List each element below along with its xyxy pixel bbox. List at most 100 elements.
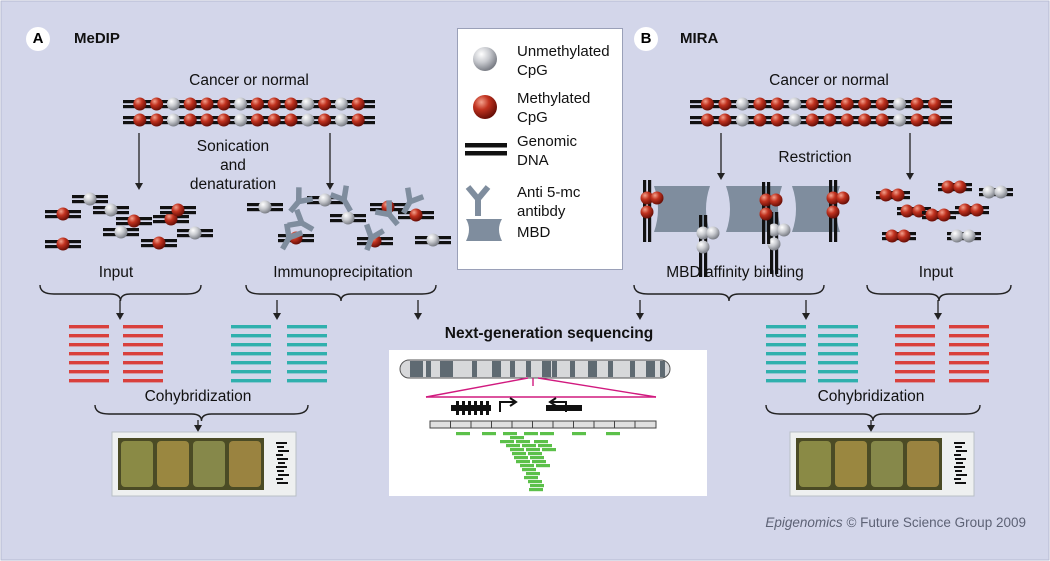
arrow-head <box>326 183 334 190</box>
hybridization-band <box>287 370 327 374</box>
methylated-cpg <box>700 97 714 111</box>
dna-strand <box>123 116 375 120</box>
hybridization-band <box>287 343 327 347</box>
unmethylated-cpg <box>234 113 248 127</box>
unmethylated-cpg <box>318 193 332 207</box>
chromosome-band <box>608 361 613 377</box>
chromosome-band <box>542 361 551 377</box>
sequencing-read <box>516 440 530 444</box>
arrow-head <box>116 313 124 320</box>
fragment <box>160 203 196 217</box>
fragment <box>45 237 81 251</box>
gene-exon <box>456 401 459 415</box>
fragment <box>247 200 283 214</box>
sequencing-read <box>538 444 552 448</box>
sequencing-read <box>528 452 542 456</box>
panel-a-process-label: Sonication and denaturation <box>189 138 277 193</box>
sequencing-read <box>510 436 524 440</box>
unmethylated-cpg <box>788 113 802 127</box>
hybridization-band <box>895 361 935 365</box>
methylated-cpg <box>823 97 837 111</box>
panel-a-genomic <box>123 97 375 127</box>
antibody <box>401 187 425 215</box>
fragment <box>93 203 129 217</box>
methylated-cpg <box>171 203 185 217</box>
sequencing-read <box>524 476 538 480</box>
arrow-head <box>414 313 422 320</box>
bracket <box>866 284 1012 302</box>
genomic-dna <box>123 97 375 127</box>
unmethylated-cpg <box>893 113 907 127</box>
methylated-cpg <box>183 97 197 111</box>
methylated-cpg <box>925 208 939 222</box>
antibody <box>280 223 304 251</box>
slide-barcode <box>277 470 284 472</box>
unmethylated-cpg <box>777 223 791 237</box>
hybridization-band <box>818 325 858 329</box>
unmethylated-cpg <box>334 97 348 111</box>
arrow <box>194 420 202 432</box>
gene-exon <box>486 401 489 415</box>
methylated-cpg <box>351 97 365 111</box>
methylated-cpg <box>250 113 264 127</box>
hybridization-band <box>895 334 935 338</box>
unmethylated-cpg <box>83 192 97 206</box>
hybridization-band <box>895 370 935 374</box>
unmethylated-cpg <box>301 113 315 127</box>
chromosome-band <box>552 361 557 377</box>
methylated-cpg <box>133 97 147 111</box>
hybridization-band <box>766 334 806 338</box>
fragment <box>45 207 81 221</box>
arrow-head <box>273 313 281 320</box>
chromosome-band <box>440 361 449 377</box>
methylated-cpg <box>858 113 872 127</box>
legend-antibody-label: Anti 5-mc antibdy <box>517 184 581 220</box>
unmethylated-cpg <box>114 225 128 239</box>
hybridization-band <box>69 361 109 365</box>
chromosome-band <box>410 361 419 377</box>
methylated-cpg <box>200 113 214 127</box>
hybridization-band <box>231 352 271 356</box>
antibody <box>287 208 315 232</box>
hybridization-band <box>231 370 271 374</box>
hybridization-band <box>287 325 327 329</box>
panel-b-title: MIRA <box>680 30 719 47</box>
dna-strand <box>123 105 375 109</box>
hybridization-band <box>766 352 806 356</box>
hybridization-band <box>818 379 858 383</box>
methylated-cpg <box>826 205 840 219</box>
hybridization-band <box>949 325 989 329</box>
hybridization-band <box>949 370 989 374</box>
panel-b-input-label: Input <box>918 264 954 281</box>
methylated-cpg <box>700 113 714 127</box>
panel-b-badge: B <box>634 27 658 51</box>
slide-array-block <box>121 441 153 487</box>
legend-genomic-dna-icon <box>465 143 507 156</box>
unmethylated-cpg <box>234 97 248 111</box>
antibody <box>374 200 400 227</box>
slide-barcode <box>954 454 961 456</box>
sequencing-read <box>530 456 544 460</box>
panel-b-cohyb-label: Cohybridization <box>817 388 925 405</box>
methylated-cpg <box>891 188 905 202</box>
methylated-cpg <box>958 203 972 217</box>
sequencing-read <box>482 432 496 436</box>
methylated-cpg <box>937 208 951 222</box>
methylated-cpg <box>759 207 773 221</box>
panel-a-ip-label: Immunoprecipitation <box>273 264 413 281</box>
legend-antibody-icon <box>465 185 491 216</box>
hybridization-band <box>895 343 935 347</box>
gene-exon <box>480 401 483 415</box>
chromosome-band <box>660 361 665 377</box>
restriction-fragment <box>759 182 783 244</box>
microarray-slide <box>789 431 975 497</box>
methylated-cpg <box>900 204 914 218</box>
restriction-fragment <box>696 215 720 277</box>
slide-barcode <box>955 482 966 484</box>
legend: Unmethylated CpG Methylated CpG Genomic … <box>457 28 623 270</box>
hybridization-band <box>766 343 806 347</box>
methylated-cpg <box>910 97 924 111</box>
methylated-cpg <box>284 113 298 127</box>
legend-mbd-label: MBD <box>517 224 551 241</box>
sequencing-read <box>542 448 556 452</box>
